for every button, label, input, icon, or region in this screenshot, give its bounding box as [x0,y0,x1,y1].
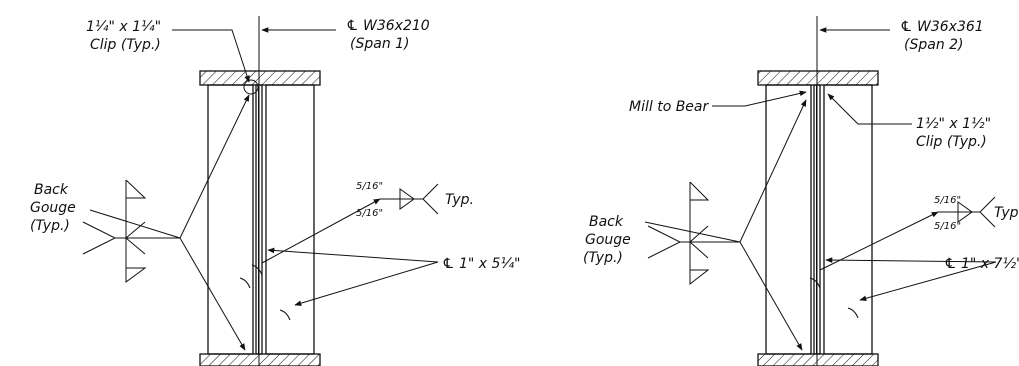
right-beam-label-line2: (Span 2) [904,37,964,53]
left-weld-typ: Typ. [445,192,474,208]
left-detail [82,16,439,366]
left-weld-size-top: 5/16" [356,181,383,192]
right-top-flange [757,70,879,86]
right-detail [644,16,997,366]
right-stiffener-plate-left [765,84,812,355]
right-plate-label: ℄ 1" x 7½" [944,256,1019,272]
left-stiffener-plate-left [207,84,254,355]
left-back-gouge-line3: (Typ.) [30,218,70,234]
left-weld-size-bottom: 5/16" [356,208,383,219]
right-weld-typ: Typ [994,205,1019,221]
left-beam-label-line1: ℄ W36x210 [346,18,430,34]
right-back-gouge-line3: (Typ.) [583,250,623,266]
right-stiffener-plate-right [823,84,873,355]
left-clip-callout-circle [243,79,259,95]
right-beam-label-line1: ℄ W36x361 [900,19,984,35]
left-plate-label: ℄ 1" x 5¼" [442,256,520,272]
right-back-gouge-line1: Back [589,214,624,230]
left-clip-label-line1: 1¼" x 1¼" [86,19,161,35]
left-beam-label-line2: (Span 1) [350,36,410,52]
right-bottom-flange [757,353,879,366]
right-weld-size-top: 5/16" [934,195,961,206]
left-stiffener-plate-right [265,84,315,355]
left-clip-label-line2: Clip (Typ.) [90,37,161,53]
right-back-gouge-line2: Gouge [585,232,631,248]
left-back-gouge-line2: Gouge [30,200,76,216]
right-mill-label: Mill to Bear [629,99,710,115]
right-weld-size-bottom: 5/16" [934,221,961,232]
right-clip-label-line2: Clip (Typ.) [916,134,987,150]
left-bottom-flange [199,353,321,366]
left-back-gouge-line1: Back [34,182,69,198]
right-clip-label-line1: 1½" x 1½" [916,116,991,132]
left-top-flange [199,70,321,86]
